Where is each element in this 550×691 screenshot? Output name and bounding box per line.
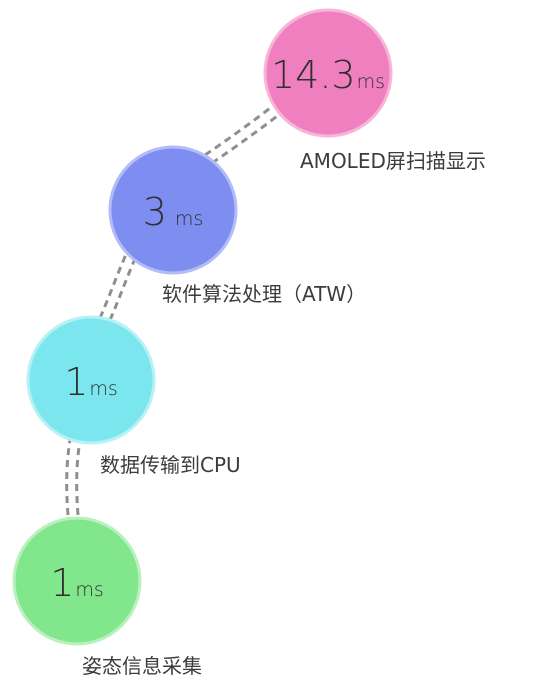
stage-display: 14.3ms AMOLED屏扫描显示 (263, 8, 486, 173)
connector-atw-display (204, 100, 286, 165)
stage-display-circle (263, 8, 393, 138)
stage-display-value: 14.3ms (271, 53, 385, 97)
connector-transfer-atw (98, 249, 140, 321)
connector-sensor-transfer (65, 439, 82, 516)
stage-sensor-label: 姿态信息采集 (82, 654, 202, 678)
stage-transfer: 1ms 数据传输到CPU (26, 315, 241, 477)
stage-atw-label: 软件算法处理（ATW） (162, 282, 366, 306)
stage-sensor-circle (12, 516, 142, 646)
stage-sensor-value: 1ms (50, 561, 104, 605)
stage-transfer-circle (26, 315, 156, 445)
stage-display-label: AMOLED屏扫描显示 (300, 149, 486, 173)
stage-atw-circle (108, 145, 238, 275)
stage-sensor: 1ms 姿态信息采集 (12, 516, 202, 678)
stage-transfer-value: 1ms (64, 360, 118, 404)
stage-transfer-label: 数据传输到CPU (100, 453, 241, 477)
